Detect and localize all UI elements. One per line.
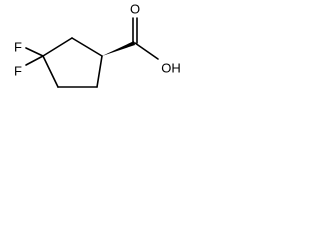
bond-c-oh	[134, 42, 159, 60]
bond-c4-c5	[71, 37, 103, 57]
fluorine-lower-label: F	[14, 64, 22, 79]
carbonyl-oxygen-label: O	[130, 2, 140, 17]
wedge-bond-c4-carboxyl	[102, 41, 135, 56]
molecule-structure: F F O OH	[14, 2, 181, 88]
hydroxyl-label: OH	[161, 61, 181, 76]
bond-c1-f-upper	[25, 47, 44, 57]
bond-c5-c1	[42, 37, 73, 57]
bond-c3-c4	[96, 55, 103, 88]
bond-c1-c2	[42, 55, 59, 88]
bond-c1-f-lower	[25, 55, 44, 66]
fluorine-upper-label: F	[14, 40, 22, 55]
